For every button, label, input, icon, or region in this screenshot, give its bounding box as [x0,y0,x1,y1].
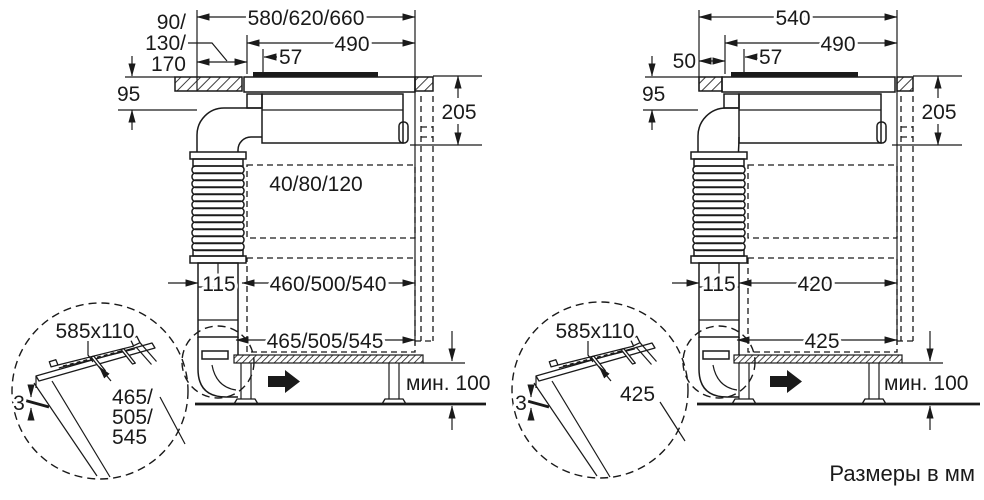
dim-hob-width: 490 [820,33,855,56]
detail-cutout-size: 585x110 [555,320,634,343]
detail-cut-line2: 505/ [112,406,153,429]
detail-circle [11,302,189,480]
diagram-compact-variant: 540 490 50 57 95 205 115 420 425 мин. 10… [511,4,980,479]
dim-duct-width: 115 [202,273,235,296]
dim-hob-width: 490 [334,33,369,56]
dim-clearance-width: 420 [797,273,832,296]
dim-inlet-offset: 57 [759,46,782,69]
dim-duct-width: 115 [702,273,735,296]
plenum-box [738,93,882,144]
labels: 540 490 50 57 95 205 115 420 425 мин. 10… [512,4,971,418]
units-note: Размеры в мм [829,461,975,486]
structure [125,72,486,406]
dim-drop-height: 95 [642,83,665,106]
detail-edge-gap: 3 [515,392,527,415]
duct-elbow-inner [737,136,740,153]
worktop-left-section [174,76,243,92]
detail-edge-gap: 3 [13,392,25,415]
duct-stub [723,93,740,109]
dimensions [118,10,482,430]
dim-unit-height: 205 [441,101,476,124]
dim-spacer-heights: 40/80/120 [269,173,362,196]
duct-elbow-inner [237,136,262,152]
worktop-left-section [698,76,723,92]
worktop-right-section [414,76,434,92]
airflow-arrow [268,370,300,393]
dim-total-width: 580/620/660 [248,7,365,30]
labels: 580/620/660 490 90/ 130/ 170 57 95 205 4… [10,4,493,452]
dim-offset-line3: 170 [151,53,186,76]
dim-offset-line1: 90/ [157,11,186,34]
cabinet-bottom-shelf [733,354,903,364]
cabinet-bottom-shelf [233,354,424,364]
detail-reference-circle [682,325,756,399]
dim-plinth-min-height: мин. 100 [406,372,490,395]
spacer-zone-dashed [747,164,898,239]
detail-circle [511,301,689,479]
dim-plinth-cutout-width: 465/505/545 [267,330,384,353]
dim-inlet-offset: 57 [279,46,302,69]
diagram-ducted-variant: 580/620/660 490 90/ 130/ 170 57 95 205 4… [10,4,493,480]
hob-glass-surface [253,72,378,77]
plinth-cutout-detail [520,336,657,477]
duct-stub [246,93,263,109]
dim-clearance-width: 460/500/540 [270,273,387,296]
dim-total-width: 540 [775,7,810,30]
dimensions [643,10,962,430]
hob-glass-surface [731,72,858,77]
dim-offset: 50 [673,50,696,73]
plenum-box [261,93,404,144]
dim-offset-line2: 130/ [145,32,186,55]
hob-slab [721,76,896,93]
detail-reference-circle [181,325,255,399]
dim-plinth-cutout-width: 425 [804,330,839,353]
dim-unit-height: 205 [921,101,956,124]
detail-cut-width: 425 [620,383,655,406]
hob-slab [243,76,416,93]
duct-elbow-outer [697,107,739,152]
detail-cut-line1: 465/ [112,386,153,409]
airflow-arrow [770,370,802,393]
plenum-latch [876,121,887,144]
dim-drop-height: 95 [117,83,140,106]
plenum-latch [398,121,409,144]
worktop-right-section [896,76,914,92]
duct-elbow-outer [196,107,262,152]
detail-cutout-size: 585x110 [55,320,134,343]
dim-plinth-min-height: мин. 100 [884,372,968,395]
detail-cut-line3: 545 [112,426,147,449]
